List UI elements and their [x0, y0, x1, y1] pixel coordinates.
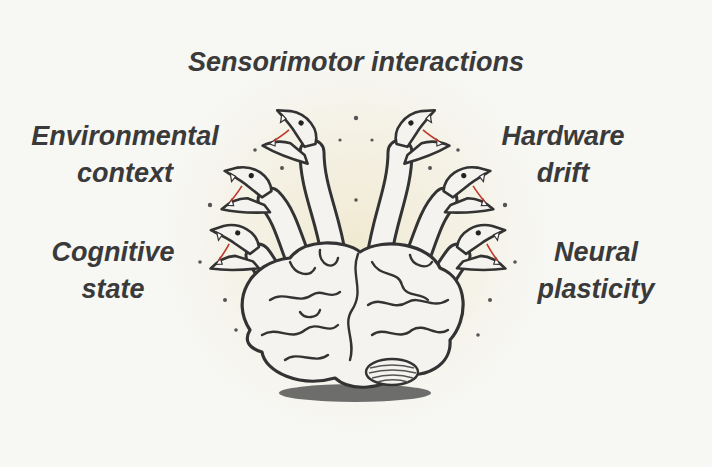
label-slot: Cognitive state: [28, 234, 198, 308]
factor-label: Sensorimotor interactions: [136, 44, 576, 81]
background-glow: [141, 25, 571, 455]
label-slot: Hardware drift: [478, 118, 648, 192]
factor-label: Hardware drift: [478, 118, 648, 192]
label-slot: Environmental context: [5, 118, 245, 192]
brain: [242, 243, 463, 387]
factor-label: Cognitive state: [28, 234, 198, 308]
label-slot: Neural plasticity: [511, 234, 681, 308]
factor-label: Neural plasticity: [511, 234, 681, 308]
scatter-dots: [198, 116, 517, 337]
label-slot: Sensorimotor interactions: [136, 44, 576, 81]
factor-label: Environmental context: [5, 118, 245, 192]
